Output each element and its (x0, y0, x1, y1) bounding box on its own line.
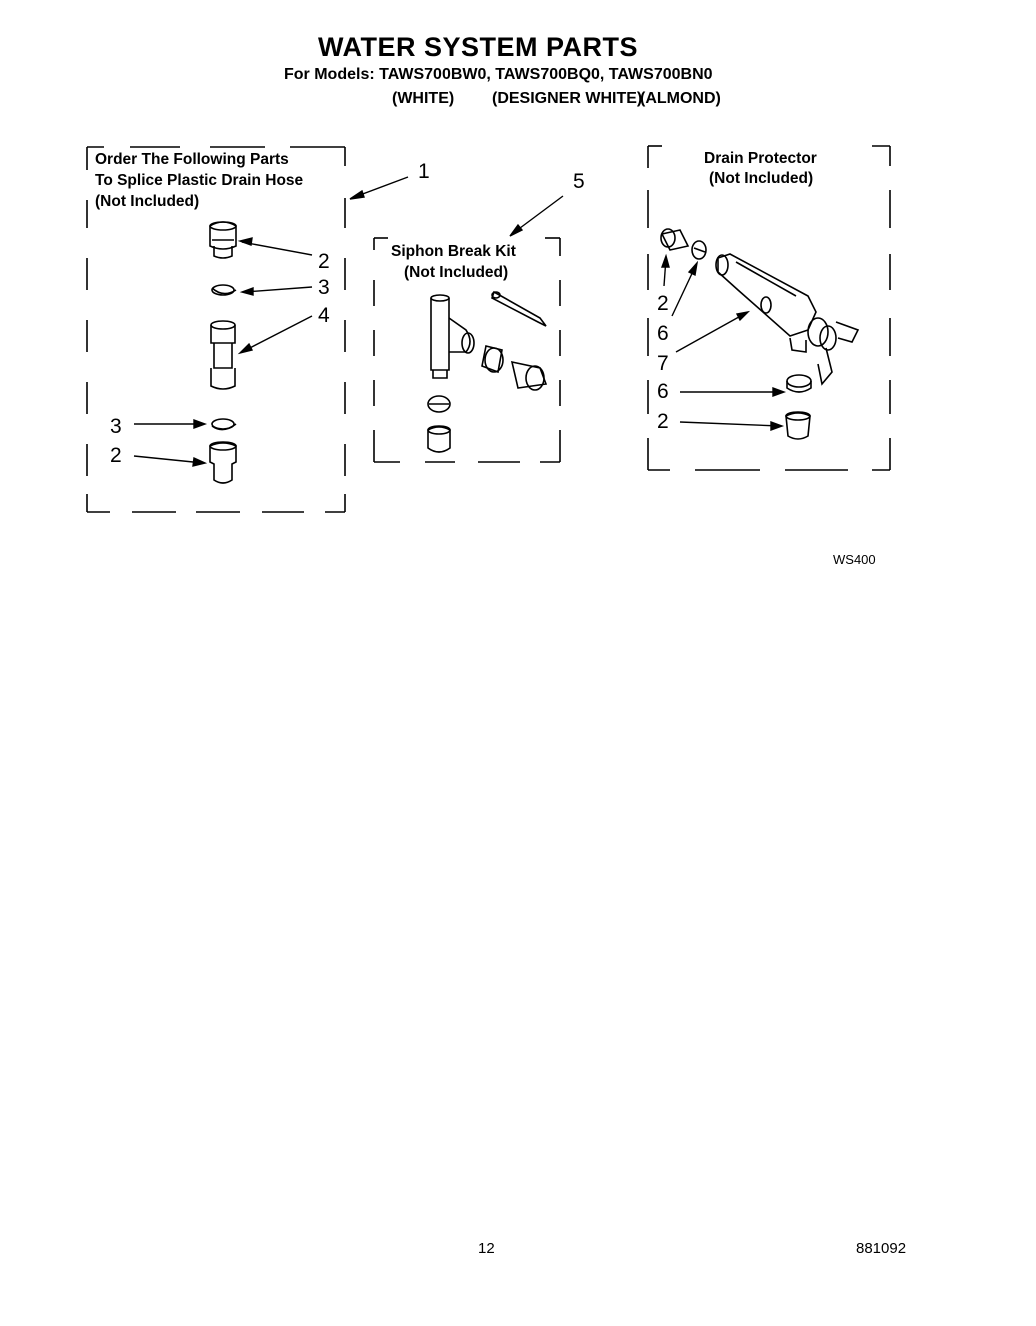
siphon-heading-2: (Not Included) (404, 264, 509, 281)
siphon-parts (427, 290, 548, 453)
page-title: WATER SYSTEM PARTS (318, 32, 639, 62)
drain-parts (660, 228, 860, 440)
callout-right-7: 7 (657, 352, 669, 375)
color-almond: (ALMOND) (640, 90, 721, 107)
siphon-heading-1: Siphon Break Kit (391, 243, 516, 260)
callout-left-4: 4 (318, 304, 330, 327)
splice-heading-2: To Splice Plastic Drain Hose (95, 172, 304, 189)
callout-right-2b: 2 (657, 410, 669, 433)
callout-1: 1 (418, 160, 430, 183)
model-list: For Models: TAWS700BW0, TAWS700BQ0, TAWS… (284, 66, 713, 83)
splice-heading-3: (Not Included) (95, 193, 200, 210)
document-number: 881092 (856, 1240, 907, 1257)
splice-parts (209, 221, 237, 484)
callout-5: 5 (573, 170, 585, 193)
callout-left-3b: 3 (110, 415, 122, 438)
splice-heading-1: Order The Following Parts (95, 151, 289, 168)
callout-right-6a: 6 (657, 322, 669, 345)
splice-box-frame (86, 146, 346, 513)
color-white: (WHITE) (392, 90, 455, 107)
drain-box-frame (647, 145, 891, 471)
callout-right-2a: 2 (657, 292, 669, 315)
siphon-box-frame (373, 237, 561, 463)
callout-left-2a: 2 (318, 250, 330, 273)
figure-code: WS400 (833, 552, 876, 567)
leader-lines (133, 176, 787, 467)
callout-left-2b: 2 (110, 444, 122, 467)
callout-right-6b: 6 (657, 380, 669, 403)
callout-left-3a: 3 (318, 276, 330, 299)
drain-heading-2: (Not Included) (709, 170, 814, 187)
color-designer-white: (DESIGNER WHITE) (492, 90, 643, 107)
page-number: 12 (478, 1240, 495, 1257)
drain-heading-1: Drain Protector (704, 150, 817, 167)
